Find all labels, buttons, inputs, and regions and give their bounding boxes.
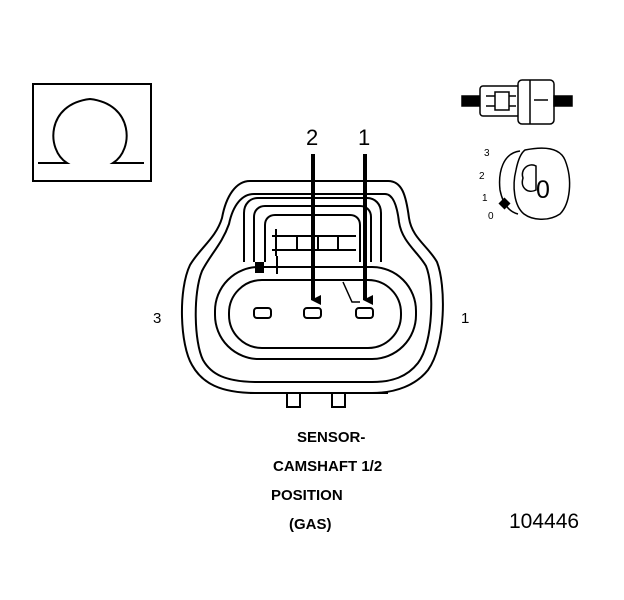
pin-1-side-label: 1 [461, 310, 470, 327]
pin-arrows [311, 154, 373, 305]
figure-number: 104446 [509, 510, 580, 533]
cavity-3 [253, 307, 272, 319]
cavity-2 [303, 307, 322, 319]
pin-1-leader-line [342, 281, 360, 303]
caption-line-1: SENSOR- [297, 429, 366, 446]
caption-line-3: POSITION [271, 487, 343, 504]
position-knob-icon [498, 147, 571, 220]
caption-line-2: CAMSHAFT 1/2 [273, 458, 383, 475]
position-label-3: 3 [484, 148, 490, 159]
position-label-1: 1 [482, 193, 488, 204]
position-big-zero: 0 [536, 176, 550, 204]
omega-icon [32, 83, 152, 182]
position-label-2: 2 [479, 171, 485, 182]
pin-2-label: 2 [306, 125, 319, 150]
pin-1-label: 1 [358, 125, 371, 150]
cavity-1 [355, 307, 374, 319]
position-label-0: 0 [488, 211, 494, 222]
pin-cavities [253, 307, 374, 319]
connector-pair-icon [461, 79, 573, 125]
caption-line-4: (GAS) [289, 516, 332, 533]
pin-3-side-label: 3 [153, 310, 162, 327]
